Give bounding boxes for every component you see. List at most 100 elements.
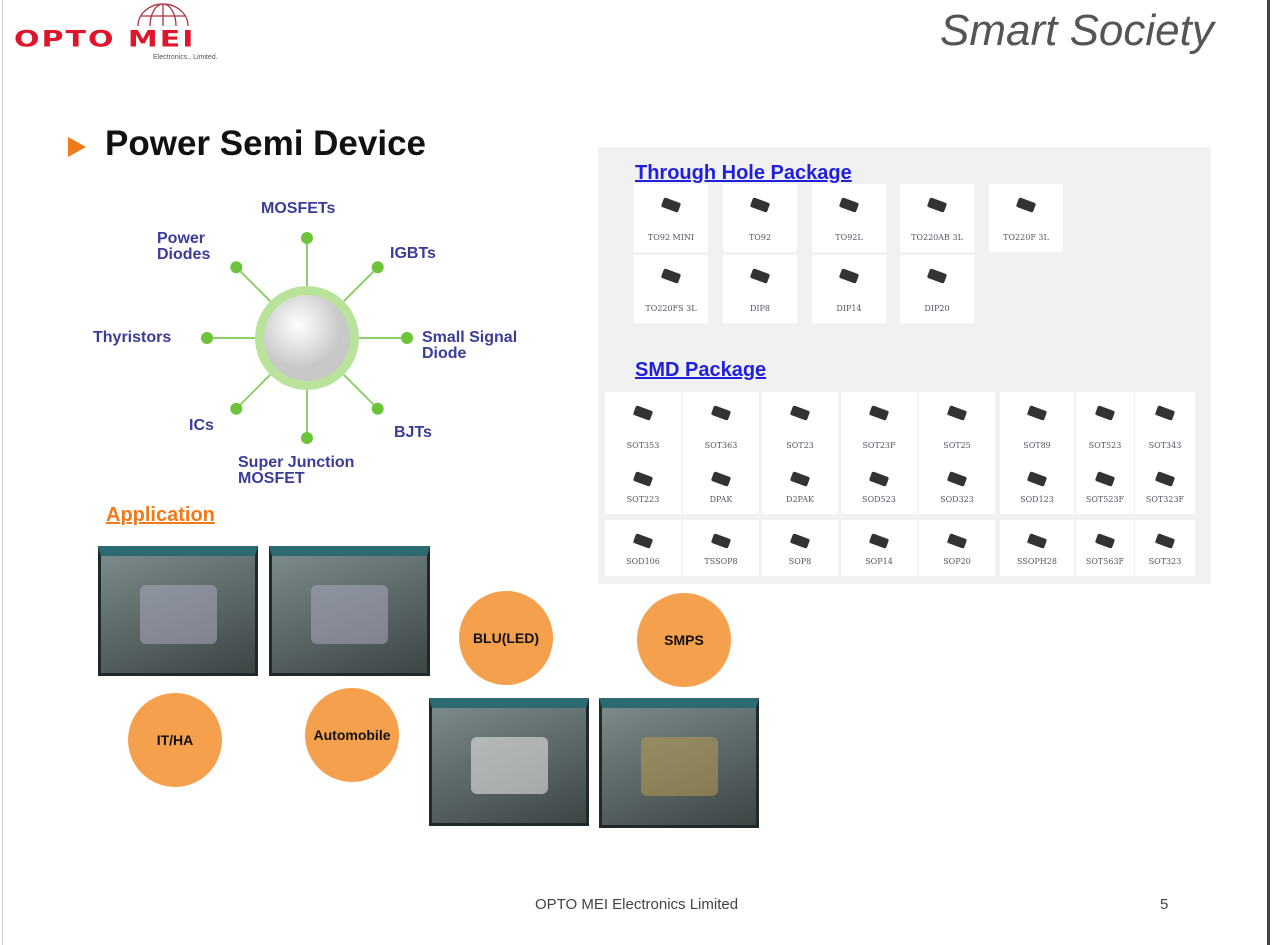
package-smd-12: SOD323 (919, 458, 995, 514)
package-label: SOP14 (865, 557, 893, 566)
device-diagram (201, 232, 413, 444)
package-label: SOT343 (1148, 441, 1182, 450)
chip-package-icon (1094, 405, 1116, 421)
package-label: DIP14 (836, 304, 862, 313)
node-igbts: IGBTs (390, 245, 436, 262)
package-label: SOP8 (788, 557, 812, 566)
package-th-0: TO92 MINI (634, 184, 708, 252)
slide-border-right (1267, 0, 1270, 945)
package-smd-16: SOD106 (605, 520, 681, 576)
package-label: TO220AB 3L (911, 233, 963, 242)
globe-logo-icon (137, 3, 189, 27)
chip-package-icon (1015, 197, 1037, 213)
package-label: DPAK (709, 495, 733, 504)
package-label: TO220FS 3L (645, 304, 697, 313)
chip-package-icon (1154, 405, 1176, 421)
app-blu-led: BLU(LED) (459, 591, 553, 685)
chip-package-icon (789, 471, 811, 487)
package-smd-23: SOT323 (1135, 520, 1195, 576)
package-th-4: TO220F 3L (989, 184, 1063, 252)
chip-package-icon (838, 197, 860, 213)
package-label: SOT363 (704, 441, 738, 450)
package-label: SOD523 (862, 495, 896, 504)
node-dot (301, 232, 313, 244)
chip-package-icon (632, 405, 654, 421)
chip-package-icon (749, 197, 771, 213)
package-label: TO92 (748, 233, 772, 242)
application-title: Application (106, 504, 215, 526)
package-label: SOT523 (1088, 441, 1122, 450)
package-smd-19: SOP14 (841, 520, 917, 576)
chip-package-icon (946, 533, 968, 549)
node-bjts: BJTs (394, 424, 432, 441)
chip-package-icon (946, 405, 968, 421)
node-dot (371, 261, 384, 274)
chip-package-icon (1154, 533, 1176, 549)
package-label: SOT25 (943, 441, 971, 450)
photo-led-tv (429, 698, 589, 826)
package-smd-5: SOT89 (1000, 392, 1074, 460)
photo-power-board (599, 698, 759, 828)
package-smd-6: SOT523 (1076, 392, 1134, 460)
chip-package-icon (710, 405, 732, 421)
package-th-3: TO220AB 3L (900, 184, 974, 252)
app-smps: SMPS (637, 593, 731, 687)
chip-package-icon (838, 268, 860, 284)
connector-line (235, 374, 271, 410)
package-label: SOT223 (626, 495, 660, 504)
package-th-2: TO92L (812, 184, 886, 252)
package-label: DIP20 (924, 304, 950, 313)
package-label: SSOPH28 (1017, 557, 1057, 566)
package-smd-13: SOD123 (1000, 458, 1074, 514)
package-label: SOT563F (1085, 557, 1125, 566)
hub-center (264, 295, 350, 381)
slide-title: Power Semi Device (105, 124, 426, 163)
node-small-signal-diode: Small Signal Diode (422, 329, 518, 362)
chip-package-icon (660, 268, 682, 284)
node-thyristors: Thyristors (93, 329, 172, 346)
package-smd-22: SOT563F (1076, 520, 1134, 576)
app-it-ha: IT/HA (128, 693, 222, 787)
chip-package-icon (1094, 533, 1116, 549)
node-dot (371, 402, 384, 415)
chip-package-icon (710, 471, 732, 487)
chip-package-icon (710, 533, 732, 549)
photo-phone (98, 546, 258, 676)
package-label: DIP8 (749, 304, 771, 313)
node-power-diodes: Power Diodes (157, 230, 211, 263)
chip-package-icon (660, 197, 682, 213)
node-dot (230, 261, 243, 274)
package-smd-8: SOT223 (605, 458, 681, 514)
package-label: SOD323 (940, 495, 974, 504)
logo-subtitle: Electronics., Limited. (153, 54, 218, 61)
package-smd-0: SOT353 (605, 392, 681, 460)
chip-package-icon (789, 533, 811, 549)
node-dot (201, 332, 213, 344)
package-th-6: DIP8 (723, 255, 797, 323)
package-smd-18: SOP8 (762, 520, 838, 576)
package-label: SOT323F (1145, 495, 1185, 504)
node-dot (301, 432, 313, 444)
connector-line (343, 266, 379, 302)
chip-package-icon (1026, 471, 1048, 487)
connector-line (235, 266, 271, 302)
package-smd-20: SOP20 (919, 520, 995, 576)
slide-border-left (2, 0, 3, 945)
package-smd-21: SSOPH28 (1000, 520, 1074, 576)
package-smd-7: SOT343 (1135, 392, 1195, 460)
package-smd-4: SOT25 (919, 392, 995, 460)
chip-package-icon (632, 471, 654, 487)
chip-package-icon (1094, 471, 1116, 487)
page-number: 5 (1160, 896, 1169, 913)
package-label: TO92L (835, 233, 863, 242)
package-label: D2PAK (786, 495, 814, 504)
package-smd-3: SOT23F (841, 392, 917, 460)
node-mosfets: MOSFETs (261, 200, 336, 217)
node-super-junction-mosfet: Super Junction MOSFET (238, 454, 355, 487)
package-smd-15: SOT323F (1135, 458, 1195, 514)
package-th-5: TO220FS 3L (634, 255, 708, 323)
package-th-7: DIP14 (812, 255, 886, 323)
chip-package-icon (1026, 533, 1048, 549)
package-smd-1: SOT363 (683, 392, 759, 460)
chip-package-icon (946, 471, 968, 487)
